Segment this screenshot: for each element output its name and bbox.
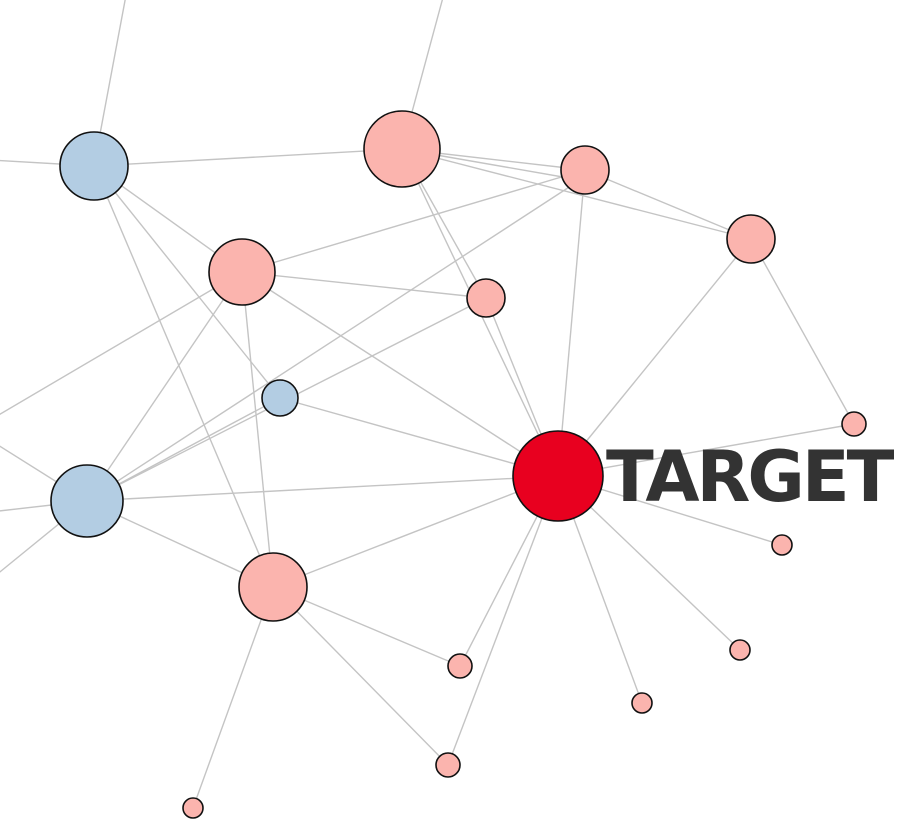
node-p11[interactable] xyxy=(447,653,473,679)
edge-p4-p7 xyxy=(750,238,855,425)
edge-target-p5 xyxy=(272,475,559,588)
node-p10[interactable] xyxy=(631,692,653,714)
edge-p1-p4 xyxy=(401,148,752,240)
edge-target-p4 xyxy=(557,238,752,477)
node-p6[interactable] xyxy=(466,278,506,318)
node-p5[interactable] xyxy=(238,552,308,622)
edge-p5-p12 xyxy=(272,586,449,766)
node-b2[interactable] xyxy=(261,379,299,417)
node-p9[interactable] xyxy=(729,639,751,661)
node-b3[interactable] xyxy=(50,464,124,538)
label-layer: TARGET xyxy=(606,436,898,518)
edge-p3-p4 xyxy=(584,169,752,240)
node-p4[interactable] xyxy=(726,214,776,264)
node-layer xyxy=(50,110,867,819)
node-p12[interactable] xyxy=(435,752,461,778)
edge-b1-p1 xyxy=(93,148,403,167)
edge-target-b2 xyxy=(279,397,559,477)
edge-target-p12 xyxy=(447,475,559,766)
edge-target-b3 xyxy=(86,475,559,502)
edge-target-p3 xyxy=(557,169,586,477)
node-p2[interactable] xyxy=(208,238,276,306)
node-label-target: TARGET xyxy=(606,436,895,518)
edge-p2-p5 xyxy=(241,271,274,588)
edge-b1-p5 xyxy=(93,165,274,588)
edge-target-p7 xyxy=(557,423,855,477)
edge-p2-p6 xyxy=(241,271,487,299)
edge-p5-p14 xyxy=(192,586,274,809)
edge-b3-p13 xyxy=(86,179,581,502)
node-p7[interactable] xyxy=(841,411,867,437)
node-p1[interactable] xyxy=(363,110,441,188)
edge-p2-left-e xyxy=(0,271,243,415)
node-p3[interactable] xyxy=(560,145,610,195)
node-p14[interactable] xyxy=(182,797,204,819)
edge-p2-p3 xyxy=(241,169,586,273)
node-target[interactable] xyxy=(512,430,604,522)
node-p8[interactable] xyxy=(771,534,793,556)
node-b1[interactable] xyxy=(59,131,129,201)
edge-target-p2 xyxy=(241,271,559,477)
edge-p2-b3 xyxy=(86,271,243,502)
edge-b1-b2 xyxy=(93,165,281,399)
